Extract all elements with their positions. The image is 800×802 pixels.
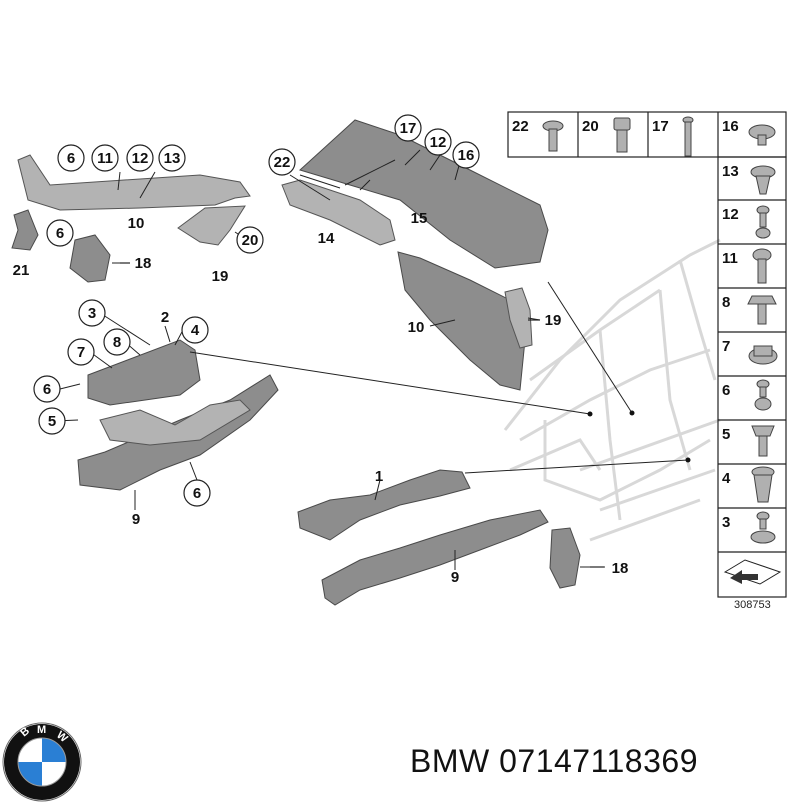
callout-12-right: 12 <box>430 134 447 151</box>
fastener-20-label: 20 <box>582 118 599 135</box>
bmw-logo: B M W <box>2 722 82 802</box>
part-19-mid <box>504 287 533 349</box>
fastener-3-label: 3 <box>722 514 730 531</box>
label-14: 14 <box>318 230 335 247</box>
label-1: 1 <box>375 468 383 485</box>
attachment-dots <box>587 410 691 463</box>
bolt-20-icon <box>613 117 631 153</box>
cap-16-icon <box>748 124 776 146</box>
fastener-11-label: 11 <box>722 250 738 267</box>
callout-5: 5 <box>48 413 56 430</box>
callout-6-b2: 6 <box>193 485 201 502</box>
label-9-bottom: 9 <box>451 569 459 586</box>
callout-12-top: 12 <box>132 150 149 167</box>
part-9-bottom <box>321 509 549 606</box>
screw-11-icon <box>752 248 772 284</box>
brand-name: BMW <box>410 743 490 779</box>
fastener-12-label: 12 <box>722 206 739 223</box>
fastener-8-label: 8 <box>722 294 730 311</box>
pin-17-icon <box>682 116 694 157</box>
part-14 <box>281 179 396 246</box>
part-19-left <box>177 205 246 246</box>
fastener-16-label: 16 <box>722 118 739 135</box>
label-19-left: 19 <box>212 268 229 285</box>
push-clip-3-icon <box>750 511 776 544</box>
callout-4: 4 <box>191 322 200 339</box>
label-21: 21 <box>13 262 30 279</box>
fastener-22-label: 22 <box>512 118 529 135</box>
flange-bolt-8-icon <box>747 295 777 325</box>
callout-7: 7 <box>77 344 85 361</box>
car-body-outline <box>503 238 721 542</box>
label-9-left: 9 <box>132 511 140 528</box>
fastener-6-label: 6 <box>722 382 730 399</box>
callout-6-b1: 6 <box>43 381 51 398</box>
label-2: 2 <box>161 309 169 326</box>
screw-22-icon <box>542 120 564 152</box>
callout-20: 20 <box>242 232 259 249</box>
nut-7-icon <box>748 345 778 365</box>
fastener-5-label: 5 <box>722 426 730 443</box>
label-18-bottom: 18 <box>612 560 629 577</box>
clip-6-icon <box>754 379 772 411</box>
callout-17: 17 <box>400 120 417 137</box>
part-21 <box>11 209 39 251</box>
rivet-12-icon <box>755 205 771 239</box>
part-10-top <box>17 154 251 211</box>
callout-3: 3 <box>88 305 96 322</box>
part-10-mid <box>397 251 526 391</box>
logo-letter-m: M <box>37 724 46 736</box>
fastener-13-label: 13 <box>722 163 739 180</box>
label-19-mid: 19 <box>545 312 562 329</box>
part-18-bottom <box>549 527 581 589</box>
fastener-17-label: 17 <box>652 118 669 135</box>
label-dashes <box>120 262 604 568</box>
part-caption: BMW 07147118369 <box>410 743 698 780</box>
callout-circles <box>33 114 480 507</box>
callout-13-top: 13 <box>164 150 181 167</box>
part-18-left <box>69 234 111 283</box>
part-1 <box>297 469 471 541</box>
part-2 <box>87 339 201 406</box>
screw-5-icon <box>751 425 775 457</box>
label-10-mid: 10 <box>408 319 425 336</box>
label-18-left: 18 <box>135 255 152 272</box>
callout-22: 22 <box>274 154 291 171</box>
callout-8: 8 <box>113 334 121 351</box>
label-10-top: 10 <box>128 215 145 232</box>
callout-6-top: 6 <box>67 150 75 167</box>
fastener-4-label: 4 <box>722 470 731 487</box>
label-15: 15 <box>411 210 428 227</box>
callout-11-top: 11 <box>97 150 113 167</box>
part-9-left-ridge <box>99 399 251 446</box>
part-15 <box>299 119 549 269</box>
clip-13-icon <box>750 165 776 195</box>
fastener-7-label: 7 <box>722 338 730 355</box>
callout-16: 16 <box>458 147 475 164</box>
diagram-ref-number: 308753 <box>734 599 771 611</box>
expanding-clip-4-icon <box>751 466 775 503</box>
fastener-table: 22 20 17 16 13 12 11 8 7 6 5 4 3 <box>507 111 787 611</box>
callout-6-mid: 6 <box>56 225 64 242</box>
part-number: 07147118369 <box>499 743 698 779</box>
direction-arrow-icon <box>723 559 782 585</box>
